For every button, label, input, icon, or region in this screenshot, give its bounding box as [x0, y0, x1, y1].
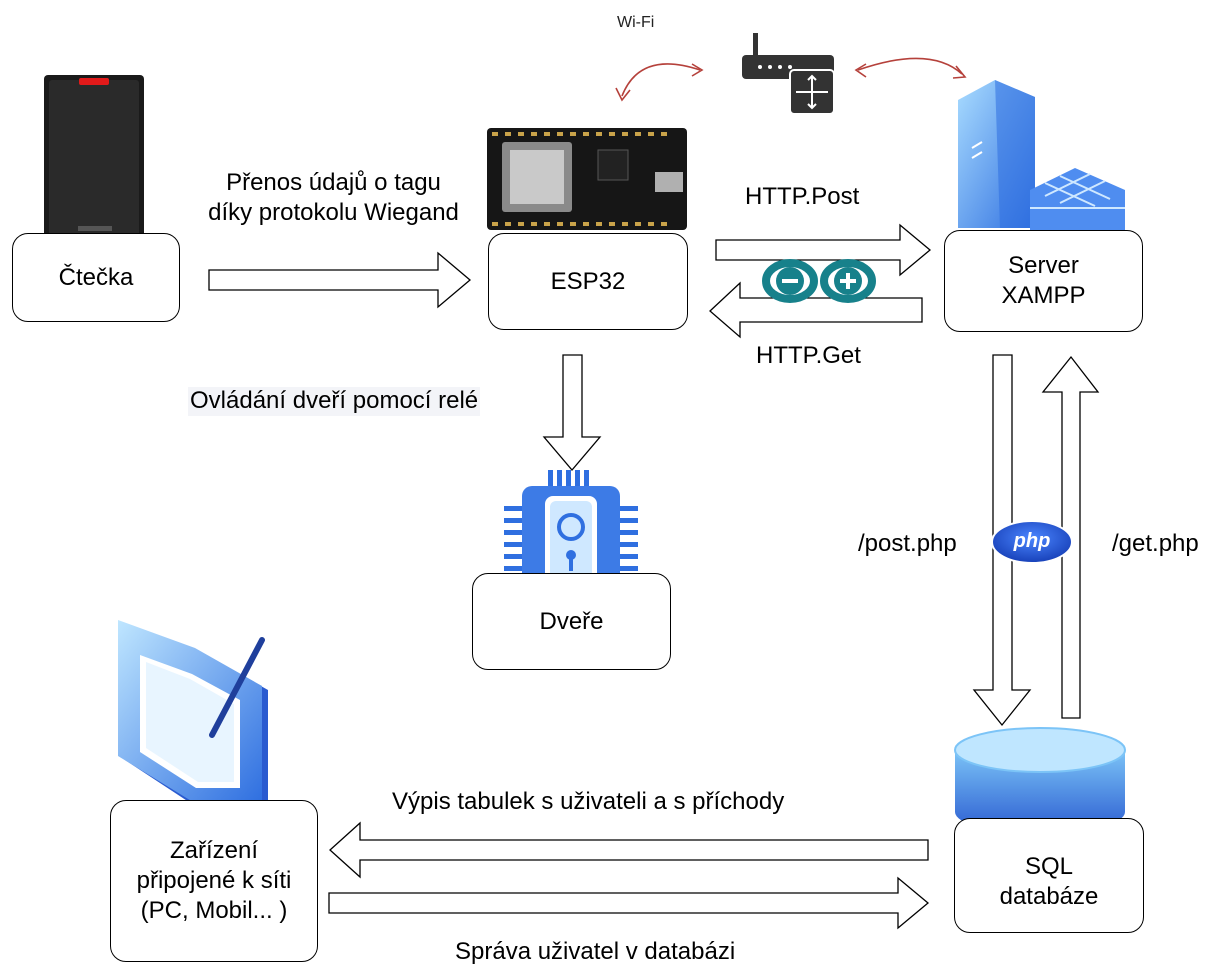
relay-control-label: Ovládání dveří pomocí relé — [188, 387, 481, 416]
node-door: Dveře — [472, 573, 671, 670]
http-get-label: HTTP.Get — [756, 342, 861, 369]
router-icon — [742, 33, 835, 115]
node-device: Zařízení připojené k síti (PC, Mobil... … — [110, 800, 318, 962]
get-php-label: /get.php — [1112, 530, 1199, 557]
node-database-label: SQL databáze — [999, 852, 1099, 910]
node-esp32-label: ESP32 — [550, 267, 626, 295]
node-database: SQL databáze — [954, 818, 1144, 933]
esp32-board-icon — [487, 128, 687, 230]
node-reader-label: Čtečka — [58, 263, 134, 291]
wifi-arc-right — [854, 57, 967, 79]
wifi-label: Wi-Fi — [617, 14, 655, 31]
arrow-device-to-database — [328, 876, 930, 930]
grid-cube-icon — [1030, 168, 1125, 232]
php-logo-icon — [991, 520, 1073, 564]
http-post-label: HTTP.Post — [745, 183, 860, 210]
database-cylinder-icon — [954, 727, 1126, 834]
tables-listing-label: Výpis tabulek s uživateli a s příchody — [392, 788, 785, 815]
tablet-pen-icon — [118, 620, 268, 808]
smart-lock-chip-icon — [504, 470, 638, 608]
arrow-esp32-to-door — [542, 354, 602, 472]
arrow-server-to-esp32 — [709, 281, 923, 339]
arrow-esp32-to-server — [715, 223, 932, 277]
node-reader: Čtečka — [12, 233, 180, 322]
node-server: Server XAMPP — [944, 230, 1143, 332]
node-device-label: Zařízení připojené k síti (PC, Mobil... … — [136, 837, 292, 924]
arrow-database-to-device — [329, 821, 929, 879]
arrow-reader-to-esp32 — [208, 251, 472, 309]
wiegand-label: Přenos údajů o tagu díky protokolu Wiega… — [208, 169, 459, 226]
user-admin-label: Správa uživatel v databázi — [455, 938, 736, 965]
rfid-reader-icon — [44, 75, 144, 243]
node-server-label: Server XAMPP — [1001, 252, 1086, 309]
wifi-arc-left — [615, 63, 704, 102]
node-door-label: Dveře — [539, 607, 604, 635]
node-esp32: ESP32 — [488, 233, 688, 330]
arduino-logo-icon — [762, 259, 876, 303]
server-database-icon — [958, 80, 1125, 232]
php-logo-text: php — [1013, 530, 1051, 552]
post-php-label: /post.php — [858, 530, 957, 557]
